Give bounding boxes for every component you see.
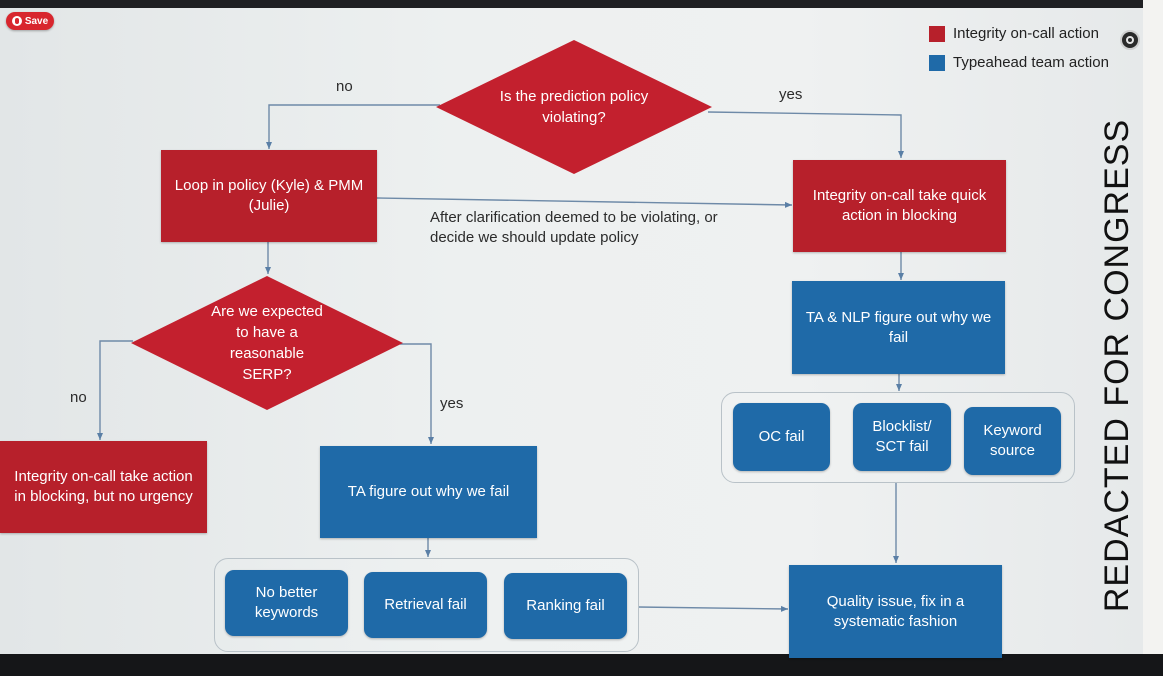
- edge-label-clarification: After clarification deemed to be violati…: [430, 209, 718, 246]
- decision-serp-diamond: [131, 276, 403, 410]
- edge-bottom-group-to-quality: [637, 605, 789, 612]
- node-retrieval-fail: Retrieval fail: [364, 572, 487, 638]
- node-loop-in-policy: Loop in policy (Kyle) & PMM (Julie): [161, 150, 377, 242]
- edge-clarification: [375, 197, 793, 208]
- right-margin: [1143, 0, 1163, 676]
- edge-label-policy-yes: yes: [779, 86, 803, 103]
- node-integrity-no-urgency: Integrity on-call take action in blockin…: [0, 441, 207, 533]
- node-ranking-fail: Ranking fail: [504, 573, 627, 639]
- legend-label: Integrity on-call action: [953, 25, 1099, 42]
- node-integrity-quick-block: Integrity on-call take quick action in b…: [793, 160, 1006, 252]
- top-bezel: [0, 0, 1163, 8]
- edge-serp-no: [97, 340, 133, 440]
- node-no-better-keywords: No better keywords: [225, 570, 348, 636]
- decision-serp-text: Are we expected to have a reasonable SER…: [211, 303, 323, 383]
- edge-label-policy-no: no: [336, 78, 353, 95]
- pin-icon: [11, 16, 22, 26]
- legend-swatch-blue: [929, 54, 945, 71]
- edge-policy-no: [266, 104, 440, 149]
- edge-label-serp-yes: yes: [440, 395, 464, 412]
- node-ta-figure: TA figure out why we fail: [320, 446, 537, 538]
- redacted-watermark: REDACTED FOR CONGRESS: [1088, 100, 1148, 630]
- node-blocklist-fail: Blocklist/ SCT fail: [853, 403, 951, 471]
- node-oc-fail: OC fail: [733, 403, 830, 471]
- node-ta-nlp-figure: TA & NLP figure out why we fail: [792, 281, 1005, 374]
- legend-item-typeahead: Typeahead team action: [929, 54, 1109, 71]
- edge-serp-yes: [400, 343, 434, 444]
- decision-policy-text: Is the prediction policy violating?: [499, 88, 649, 126]
- decision-policy-diamond: [436, 40, 712, 174]
- legend-item-integrity: Integrity on-call action: [929, 25, 1099, 42]
- settings-icon[interactable]: [1120, 30, 1140, 50]
- bottom-bezel: [0, 654, 1163, 676]
- save-button[interactable]: Save: [6, 12, 54, 30]
- legend-label: Typeahead team action: [953, 54, 1109, 71]
- edge-policy-yes: [707, 111, 904, 158]
- redacted-watermark-text: REDACTED FOR CONGRESS: [1098, 118, 1137, 612]
- legend-swatch-red: [929, 25, 945, 42]
- save-button-label: Save: [24, 15, 49, 27]
- node-quality-issue: Quality issue, fix in a systematic fashi…: [789, 565, 1002, 658]
- node-keyword-source: Keyword source: [964, 407, 1061, 475]
- edge-label-serp-no: no: [70, 389, 87, 406]
